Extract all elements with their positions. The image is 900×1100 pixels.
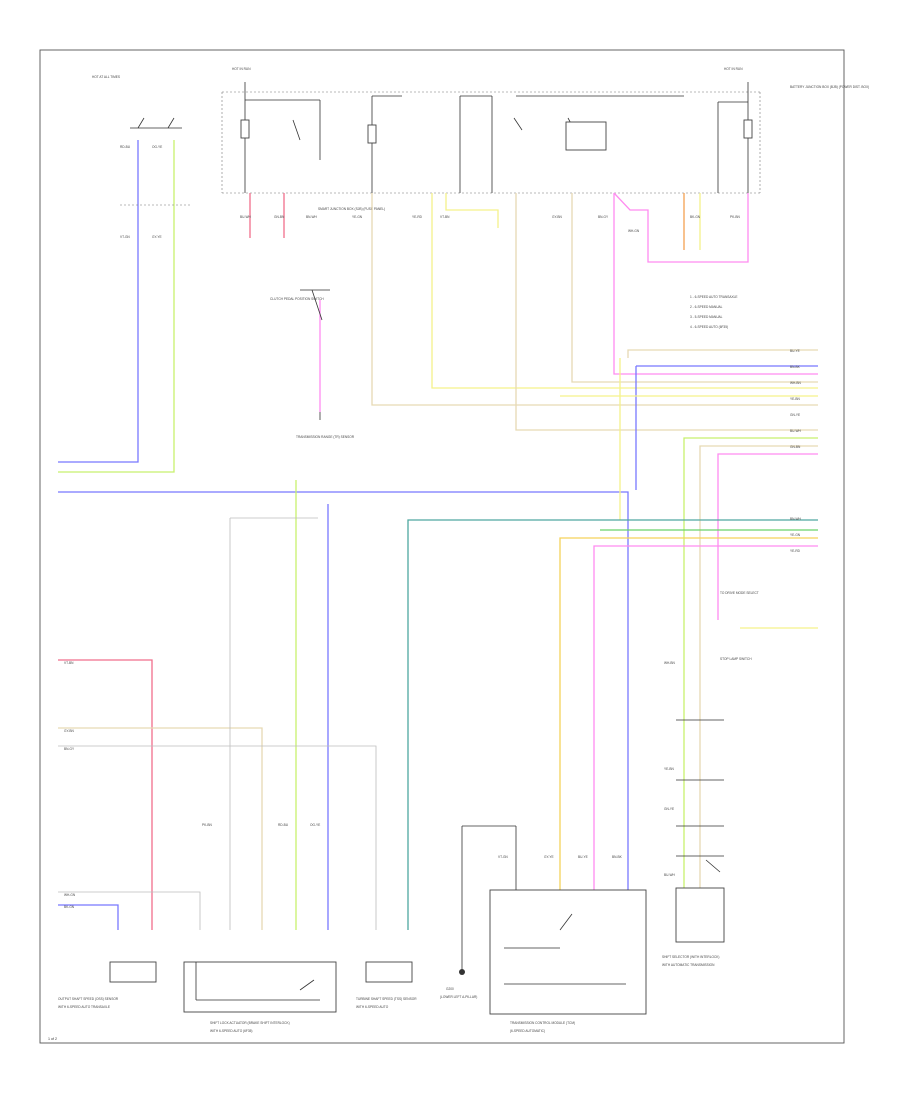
battery-jb-label: BATTERY JUNCTION BOX (BJB) (POWER DIST. … bbox=[790, 85, 869, 89]
wire-code-label: GN-BN bbox=[790, 445, 801, 449]
wire-code-label: BN-WH bbox=[790, 517, 801, 521]
wire-code-label: GY-BN bbox=[552, 215, 562, 219]
wire-code-label: GN-YE bbox=[664, 807, 674, 811]
wire-code-label: YE-BN bbox=[790, 397, 800, 401]
wire-code-label: GN-YE bbox=[790, 413, 800, 417]
hot-at-all-times-label: HOT AT ALL TIMES bbox=[92, 75, 120, 79]
legend-item-4: 4 - 6-SPEED AUTO (6F35) bbox=[690, 325, 728, 329]
wires bbox=[58, 140, 818, 930]
wire-code-label: RD-BU bbox=[278, 823, 289, 827]
tss-sensor-label: TURBINE SHAFT SPEED (TSS) SENSOR bbox=[356, 997, 417, 1001]
wire-code-label: YE-RD bbox=[412, 215, 423, 219]
wire-code-label: WH-GN bbox=[628, 229, 640, 233]
wire-code-labels: BU-WH GN-BN BN-WH YE-GN YE-RD VT-BN GY-BN BN-GY… bbox=[64, 145, 801, 909]
wire-code-label: BU-YE bbox=[578, 855, 588, 859]
wire-code-label: VT-BN bbox=[440, 215, 450, 219]
oss-sensor-label: OUTPUT SHAFT SPEED (OSS) SENSOR bbox=[58, 997, 119, 1001]
legend-item-3: 3 - 5-SPEED MANUAL bbox=[690, 315, 723, 319]
wire-code-label: WH-BN bbox=[790, 381, 801, 385]
wire-code-label: BN-GY bbox=[598, 215, 609, 219]
wire-code-label: VT-BN bbox=[64, 661, 74, 665]
hot-right-label: HOT IN RUN bbox=[724, 67, 743, 71]
tss-sensor-note: WITH 6-SPEED AUTO bbox=[356, 1005, 389, 1009]
wire-code-label: WH-GN bbox=[64, 893, 76, 897]
wire-code-label: BN-GY bbox=[64, 747, 75, 751]
legend-item-1: 1 - 6-SPEED AUTO TRANSAXLE bbox=[690, 295, 738, 299]
fuse-panel: HOT IN RUN HOT IN RUN SMART JUNCTION BOX… bbox=[221, 67, 761, 211]
wire-code-label: YE-BN bbox=[664, 767, 674, 771]
wire-code-label: VT-GN bbox=[120, 235, 130, 239]
tcm-label: TRANSMISSION CONTROL MODULE (TCM) bbox=[510, 1021, 575, 1025]
wire-code-label: BU-WH bbox=[790, 429, 801, 433]
brake-switch-label: STOP LAMP SWITCH bbox=[720, 657, 752, 661]
wire-code-label: OG-YE bbox=[310, 823, 320, 827]
wire-code-label: GY-YE bbox=[152, 235, 162, 239]
wire-code-label: BU-WH bbox=[240, 215, 251, 219]
shift-selector-note: WITH AUTOMATIC TRANSMISSION bbox=[662, 963, 715, 967]
wire-code-label: PK-BN bbox=[730, 215, 740, 219]
wire-code-label: BN-BK bbox=[790, 365, 801, 369]
shift-lock-label: SHIFT LOCK ACTUATOR (BRAKE SHIFT INTERLO… bbox=[210, 1021, 290, 1025]
wire-code-label: GY-BN bbox=[64, 729, 74, 733]
wire-code-label: GN-BN bbox=[274, 215, 285, 219]
tcm-note: (6-SPEED AUTOMATIC) bbox=[510, 1029, 545, 1033]
wire-code-label: BK-GN bbox=[690, 215, 701, 219]
tr-sensor-label: TRANSMISSION RANGE (TR) SENSOR bbox=[296, 435, 355, 439]
wire-code-label: YE-GN bbox=[790, 533, 801, 537]
wire-code-label: OG-YE bbox=[152, 145, 162, 149]
legend: 1 - 6-SPEED AUTO TRANSAXLE 2 - 6-SPEED M… bbox=[690, 295, 738, 329]
ground-g200: G200 (LOWER LEFT A-PILLAR) bbox=[440, 930, 477, 999]
wire-code-label: YE-RD bbox=[790, 549, 801, 553]
wire-code-label: BN-BK bbox=[612, 855, 623, 859]
hot-left-label: HOT IN RUN bbox=[232, 67, 251, 71]
wire-code-label: BU-YE bbox=[790, 349, 800, 353]
wire-code-label: YE-GN bbox=[352, 215, 363, 219]
oss-sensor-note: WITH 6-SPEED AUTO TRANSAXLE bbox=[58, 1005, 110, 1009]
wire-code-label: BK-GN bbox=[64, 905, 75, 909]
clutch-switch-label: CLUTCH PEDAL POSITION SWITCH bbox=[270, 297, 324, 301]
oss-sensor: OUTPUT SHAFT SPEED (OSS) SENSOR WITH 6-S… bbox=[58, 961, 157, 1009]
tcm-module: TRANSMISSION CONTROL MODULE (TCM) (6-SPE… bbox=[461, 825, 647, 1033]
wire-code-label: GY-YE bbox=[544, 855, 554, 859]
ground-label: G200 bbox=[446, 987, 454, 991]
right-connector-stack: STOP LAMP SWITCH TO DRIVE MODE SELECT SH… bbox=[662, 591, 759, 967]
tss-sensor: TURBINE SHAFT SPEED (TSS) SENSOR WITH 6-… bbox=[356, 961, 417, 1009]
wire-code-label: BN-WH bbox=[306, 215, 317, 219]
top-left-switch bbox=[120, 117, 190, 206]
shift-lock-note: WITH 6-SPEED AUTO (6F35) bbox=[210, 1029, 252, 1033]
wire-code-label: VT-GN bbox=[498, 855, 508, 859]
legend-item-2: 2 - 6-SPEED MANUAL bbox=[690, 305, 723, 309]
clutch-switch: CLUTCH PEDAL POSITION SWITCH TRANSMISSIO… bbox=[270, 289, 355, 439]
diagram-frame bbox=[39, 49, 845, 1044]
wire-code-label: RD-BU bbox=[120, 145, 131, 149]
shift-lock-actuator: SHIFT LOCK ACTUATOR (BRAKE SHIFT INTERLO… bbox=[183, 961, 337, 1033]
wire-code-label: PK-BN bbox=[202, 823, 212, 827]
wire-code-label: BU-WH bbox=[664, 873, 675, 877]
wire-code-label: WH-BN bbox=[664, 661, 675, 665]
shift-selector-label: SHIFT SELECTOR (WITH INTERLOCK) bbox=[662, 955, 719, 959]
drive-mode-label: TO DRIVE MODE SELECT bbox=[720, 591, 759, 595]
page-ref: 1 of 2 bbox=[48, 1037, 57, 1041]
fuse-panel-label: SMART JUNCTION BOX (SJB) (FUSE PANEL) bbox=[318, 207, 385, 211]
ground-note: (LOWER LEFT A-PILLAR) bbox=[440, 995, 477, 999]
